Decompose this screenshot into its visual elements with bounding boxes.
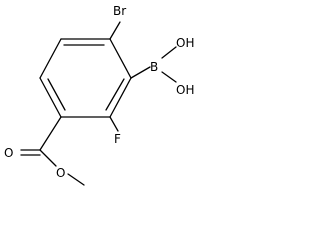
ring-bond-c3-c4 (109, 77, 132, 118)
atom-label-b: B (150, 60, 158, 74)
atom-label-o-ester: O (56, 166, 65, 180)
atom-label-oh-top: OH (176, 36, 194, 50)
structure-diagram: Br B OH OH F O O (4, 4, 194, 186)
bond-ester-o-methyl (67, 173, 85, 186)
bond-c4-f (109, 116, 119, 132)
bond-c3-b (130, 66, 151, 79)
ring-bond-c5-c6 (39, 77, 62, 118)
bond-c2-br (109, 21, 121, 40)
ring-bond-c6-c1 (39, 38, 62, 79)
bond-c5-carbonyl-c (39, 116, 62, 151)
benzene-ring (39, 38, 132, 118)
atom-label-o-carbonyl: O (4, 146, 13, 160)
ring-bond-c2-c3 (109, 38, 132, 79)
bond-b-oh-top (161, 46, 177, 59)
bond-carbonyl-c-ester-o (39, 149, 57, 167)
ring-double-bond-inner-left (47, 78, 66, 111)
molecule-drawing: Br B OH OH F O O (4, 4, 194, 186)
atom-label-oh-bottom: OH (176, 83, 194, 97)
atom-label-br: Br (113, 4, 126, 18)
bond-b-oh-bottom (161, 71, 177, 83)
atom-label-f: F (114, 132, 121, 146)
ring-double-bond-inner-right (105, 78, 125, 111)
